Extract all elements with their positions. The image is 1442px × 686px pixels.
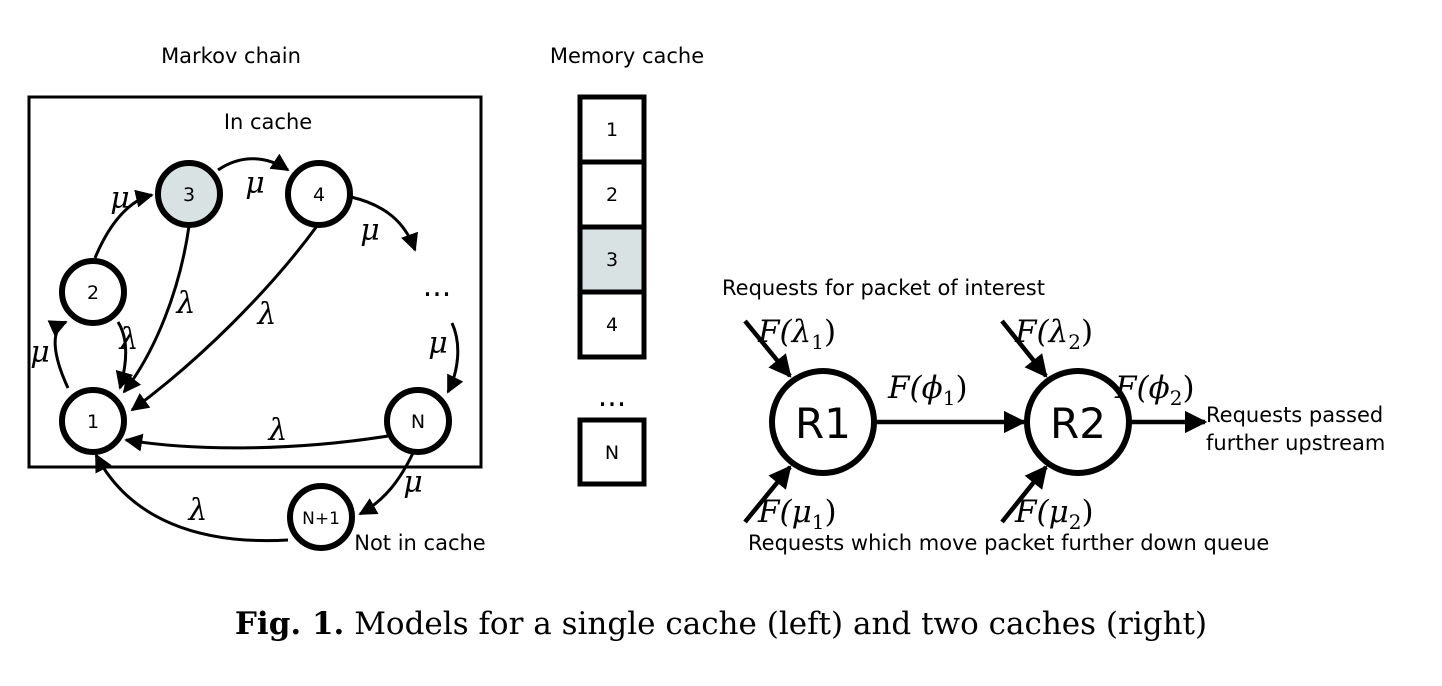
memory-ellipsis: ...: [598, 379, 627, 414]
mu-label-N-N1: μ: [403, 465, 423, 500]
lambda-label-3-1: λ: [175, 286, 195, 321]
state-node-1: 1: [59, 387, 127, 455]
lambda-label-N1-1: λ: [187, 493, 207, 528]
svg-text:2: 2: [606, 184, 618, 206]
figure-canvas: Markov chain In cache Not in cache μ μ μ…: [27, 44, 1385, 555]
edge-2-to-3: [93, 189, 154, 259]
requests-move-down-label: Requests which move packet further down …: [748, 531, 1269, 555]
mu-label-2-3: μ: [110, 181, 130, 216]
f-phi2-label: F(ϕ2): [1114, 370, 1195, 410]
svg-text:1: 1: [606, 119, 618, 141]
mu-label-4-ellipsis: μ: [360, 213, 380, 248]
svg-text:2: 2: [87, 282, 99, 304]
svg-text:N+1: N+1: [302, 509, 340, 529]
not-in-cache-label: Not in cache: [354, 531, 485, 555]
f-lambda2-label: F(λ2): [1014, 314, 1093, 354]
two-cache-panel: Requests for packet of interest Requests…: [722, 276, 1385, 555]
cache-cell-3: 3: [577, 224, 647, 295]
edge-3-to-1: [122, 225, 191, 394]
markov-chain-title: Markov chain: [161, 44, 301, 68]
cache-cell-1: 1: [577, 94, 647, 165]
f-lambda1-label: F(λ1): [757, 314, 836, 354]
markov-chain-panel: Markov chain In cache Not in cache μ μ μ…: [27, 44, 486, 555]
cache-cell-N: N: [577, 417, 647, 487]
router-r1: R1: [769, 368, 877, 476]
edge-3-to-4: [217, 153, 290, 172]
state-node-4: 4: [285, 160, 353, 228]
svg-text:3: 3: [606, 249, 618, 271]
edge-ellipsis-to-N: [446, 322, 464, 394]
requests-passed-label-line2: further upstream: [1206, 431, 1385, 455]
f-mu2-label: F(μ2): [1014, 494, 1094, 534]
caption-label: Fig. 1.: [234, 606, 345, 642]
edge-4-to-1: [130, 225, 319, 412]
arrow-lambda1-in: [743, 319, 792, 378]
edge-4-to-ellipsis: [350, 195, 419, 252]
edge-2-to-1: [115, 321, 134, 390]
memory-cache-title: Memory cache: [550, 44, 704, 68]
svg-text:R1: R1: [795, 399, 851, 448]
svg-text:4: 4: [606, 314, 618, 336]
state-node-2: 2: [59, 258, 127, 326]
mu-label-ellipsis-N: μ: [428, 326, 448, 361]
arrow-lambda2-in: [1000, 319, 1048, 378]
svg-text:N: N: [411, 411, 425, 433]
lambda-label-4-1: λ: [256, 297, 276, 332]
state-node-3: 3: [155, 160, 223, 228]
f-mu1-label: F(μ1): [757, 494, 837, 534]
cache-boundary-box: [27, 95, 483, 469]
f-phi1-label: F(ϕ1): [887, 370, 968, 410]
state-node-N: N: [384, 387, 452, 455]
requests-passed-label-line1: Requests passed: [1206, 403, 1383, 427]
arrow-mu2-in: [1000, 465, 1048, 524]
figure-caption: Fig. 1. Models for a single cache (left)…: [0, 606, 1442, 642]
svg-text:4: 4: [313, 184, 325, 206]
mu-label-3-4: μ: [245, 166, 265, 201]
edge-N-to-1: [124, 433, 389, 452]
edge-N1-to-1: [94, 453, 289, 543]
caption-text: Models for a single cache (left) and two…: [354, 606, 1208, 642]
svg-text:R2: R2: [1050, 399, 1106, 448]
state-node-N-plus-1: N+1: [287, 483, 355, 551]
mu-label-1-2: μ: [30, 335, 50, 370]
edge-N-to-N1: [358, 452, 415, 516]
svg-text:1: 1: [87, 411, 99, 433]
in-cache-label: In cache: [224, 110, 312, 134]
edge-1-to-2: [47, 320, 70, 389]
lambda-label-N-1: λ: [267, 413, 287, 448]
arrow-mu1-in: [743, 465, 792, 524]
markov-ellipsis: ...: [423, 269, 452, 304]
cache-cell-4: 4: [577, 289, 647, 360]
requests-for-packet-label: Requests for packet of interest: [722, 276, 1045, 300]
svg-text:3: 3: [183, 184, 195, 206]
lambda-label-2-1: λ: [118, 322, 138, 357]
memory-cache-panel: Memory cache 1 2 3 4 ... N: [550, 44, 704, 487]
cache-cell-2: 2: [577, 159, 647, 230]
svg-text:N: N: [605, 442, 619, 464]
router-r2: R2: [1024, 368, 1132, 476]
